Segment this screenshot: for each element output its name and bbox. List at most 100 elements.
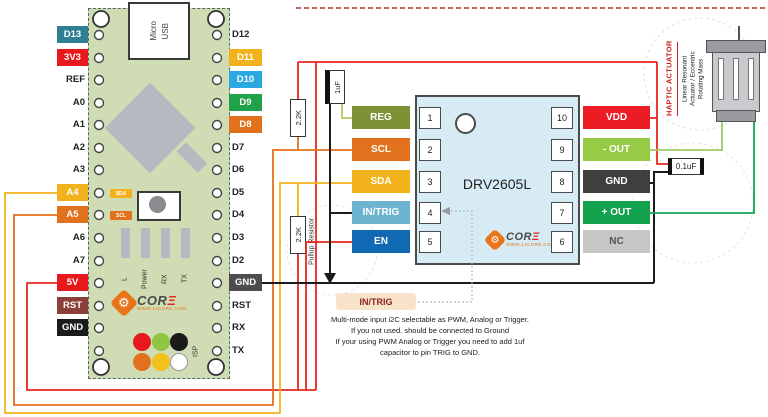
capacitor-value: 1uF [332, 80, 342, 94]
chip-name: DRV2605L [462, 176, 532, 192]
label-gnd: GND [583, 170, 650, 193]
pin-label-a6: A6 [72, 232, 85, 243]
label-out-pos: + OUT [583, 201, 650, 224]
led-label-tx: TX [181, 274, 189, 284]
pullup-resistor-caption: Pullup Resistor [308, 217, 316, 265]
isp-dot-white [170, 353, 188, 371]
pin-label-d7: D7 [232, 142, 245, 153]
logo-url: WWW.14CORE.COM [137, 306, 187, 312]
pin-label-a3: A3 [72, 164, 85, 175]
label-vdd: VDD [583, 106, 650, 129]
pin-label-gnd-right: GND [229, 274, 262, 291]
actuator-title: HAPTIC ACTUATOR [664, 40, 674, 116]
chip-pin-1: 1 [419, 107, 441, 129]
logo-url: WWW.14CORE.COM [506, 242, 556, 248]
chip-pin-9: 9 [551, 139, 573, 161]
pin-label-5v: 5V [57, 274, 88, 291]
usb-label-line2: USB [160, 22, 170, 40]
note-line-4: capacitor to pin TRIG to GND. [380, 348, 480, 357]
usb-label-line1: Micro [148, 21, 158, 41]
isp-dot-black [170, 333, 188, 351]
pin-label-d2: D2 [232, 255, 245, 266]
pin-label-a0: A0 [72, 97, 85, 108]
chip-pin-7: 7 [551, 202, 573, 224]
pin-label-d13: D13 [57, 26, 88, 43]
core-gear-icon: ⚙ [483, 228, 507, 252]
arduino-core-logo: ⚙ CORΞ WWW.14CORE.COM [109, 288, 187, 318]
pin-label-d8: D8 [229, 116, 262, 133]
a5-scl-badge: SCL [110, 211, 132, 220]
chip-pin-6: 6 [551, 231, 573, 253]
note-line-1: Multi-mode input i2C selectable as PWM, … [330, 315, 529, 324]
chip-pin-4: 4 [419, 202, 441, 224]
label-nc: NC [583, 230, 650, 253]
chip-pin-2: 2 [419, 139, 441, 161]
pin-label-a2: A2 [72, 142, 85, 153]
reset-button [137, 191, 181, 221]
pin-label-a4: A4 [57, 184, 88, 201]
pin-label-rx: RX [232, 322, 246, 333]
label-in-trig: IN/TRIG [352, 201, 410, 224]
pin-label-d9: D9 [229, 94, 262, 111]
label-reg: REG [352, 106, 410, 129]
pin-label-d3: D3 [232, 232, 245, 243]
led-label-power: Power [141, 269, 149, 289]
note-line-2: If you not used. should be connected to … [350, 326, 510, 335]
isp-dot-yellow [152, 353, 170, 371]
label-en: EN [352, 230, 410, 253]
label-sda: SDA [352, 170, 410, 193]
pin1-dot [455, 113, 476, 134]
resistor-scl-pullup: 2.2K [290, 99, 306, 137]
pin-label-d5: D5 [232, 187, 245, 198]
pin-label-gnd-left: GND [57, 319, 88, 336]
resistor-value: 2.2K [293, 110, 303, 126]
led-power [141, 228, 150, 258]
led-tx [181, 228, 190, 258]
label-scl: SCL [352, 138, 410, 161]
pin-label-d12: D12 [232, 29, 250, 40]
pin-label-rst-left: RST [57, 297, 88, 314]
chip-pin-8: 8 [551, 171, 573, 193]
actuator-bottom-cap [716, 110, 756, 122]
capacitor-0p1uf: 0.1uF [668, 158, 704, 175]
reset-button-cap [149, 196, 166, 213]
pin-label-rst-right: RST [232, 300, 251, 311]
note-line-3: If your using PWM Analog or Trigger you … [335, 337, 525, 346]
resistor-value: 2.2K [293, 227, 303, 243]
isp-label: ISP [192, 345, 200, 357]
isp-dot-green [152, 333, 170, 351]
chip-pin-10: 10 [551, 107, 573, 129]
logo-text-e: Ξ [531, 231, 540, 244]
resistor-sda-pullup: 2.2K [290, 216, 306, 254]
pin-label-3v3: 3V3 [57, 49, 88, 66]
chip-pin-5: 5 [419, 231, 441, 253]
chip-core-logo: ⚙ CORΞ WWW.14CORE.COM [483, 228, 556, 252]
actuator-slot [748, 58, 754, 100]
actuator-subtitle-3: Rotating Mass [697, 58, 705, 100]
a4-sda-badge: SDA [110, 189, 132, 198]
actuator-subtitle-2: Actuator / Eccentric [689, 51, 697, 107]
isp-dot-red [133, 333, 151, 351]
core-gear-icon: ⚙ [109, 288, 139, 318]
led-rx [161, 228, 170, 258]
actuator-title-underline [677, 42, 678, 116]
actuator-slot [718, 58, 724, 100]
pin-label-a1: A1 [72, 119, 85, 130]
note-title: IN/TRIG [336, 293, 416, 310]
micro-usb-port: Micro USB [128, 2, 190, 60]
led-l [121, 228, 130, 258]
pin-label-ref: REF [66, 74, 85, 85]
label-out-neg: - OUT [583, 138, 650, 161]
actuator-slot [733, 58, 739, 100]
pin-label-d6: D6 [232, 164, 245, 175]
chip-pin-3: 3 [419, 171, 441, 193]
isp-dot-orange [133, 353, 151, 371]
led-label-rx: RX [161, 274, 169, 284]
actuator-subtitle-1: Linear Resonant [681, 55, 689, 103]
capacitor-1uf: 1uF [325, 70, 345, 104]
pin-label-d10: D10 [229, 71, 262, 88]
pin-label-a7: A7 [72, 255, 85, 266]
pin-label-a5: A5 [57, 206, 88, 223]
pin-label-d11: D11 [229, 49, 262, 66]
